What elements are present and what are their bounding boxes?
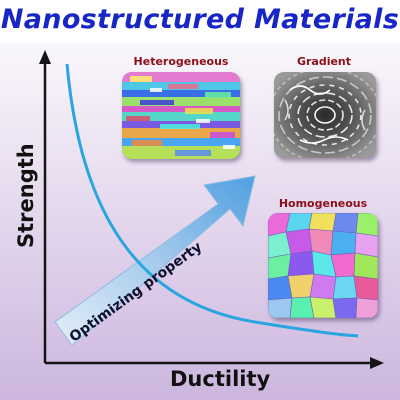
homogeneous-label: Homogeneous: [278, 197, 368, 210]
x-axis-arrowhead: [370, 357, 384, 369]
heterogeneous-grains: [122, 72, 240, 159]
y-axis-arrowhead: [39, 50, 51, 64]
title-band: [0, 0, 400, 42]
x-axis-label: Ductility: [170, 367, 271, 391]
tradeoff-curve: [65, 63, 359, 338]
optimizing-arrow: [54, 175, 256, 346]
figure-title: Nanostructured Materials: [0, 4, 400, 35]
y-axis-label: Strength: [14, 143, 38, 248]
axes: [39, 50, 384, 369]
gradient-label: Gradient: [296, 55, 352, 68]
homogeneous-grains: [268, 213, 378, 318]
gradient-swirls: [274, 72, 376, 158]
heterogeneous-label: Heterogeneous: [133, 55, 229, 68]
